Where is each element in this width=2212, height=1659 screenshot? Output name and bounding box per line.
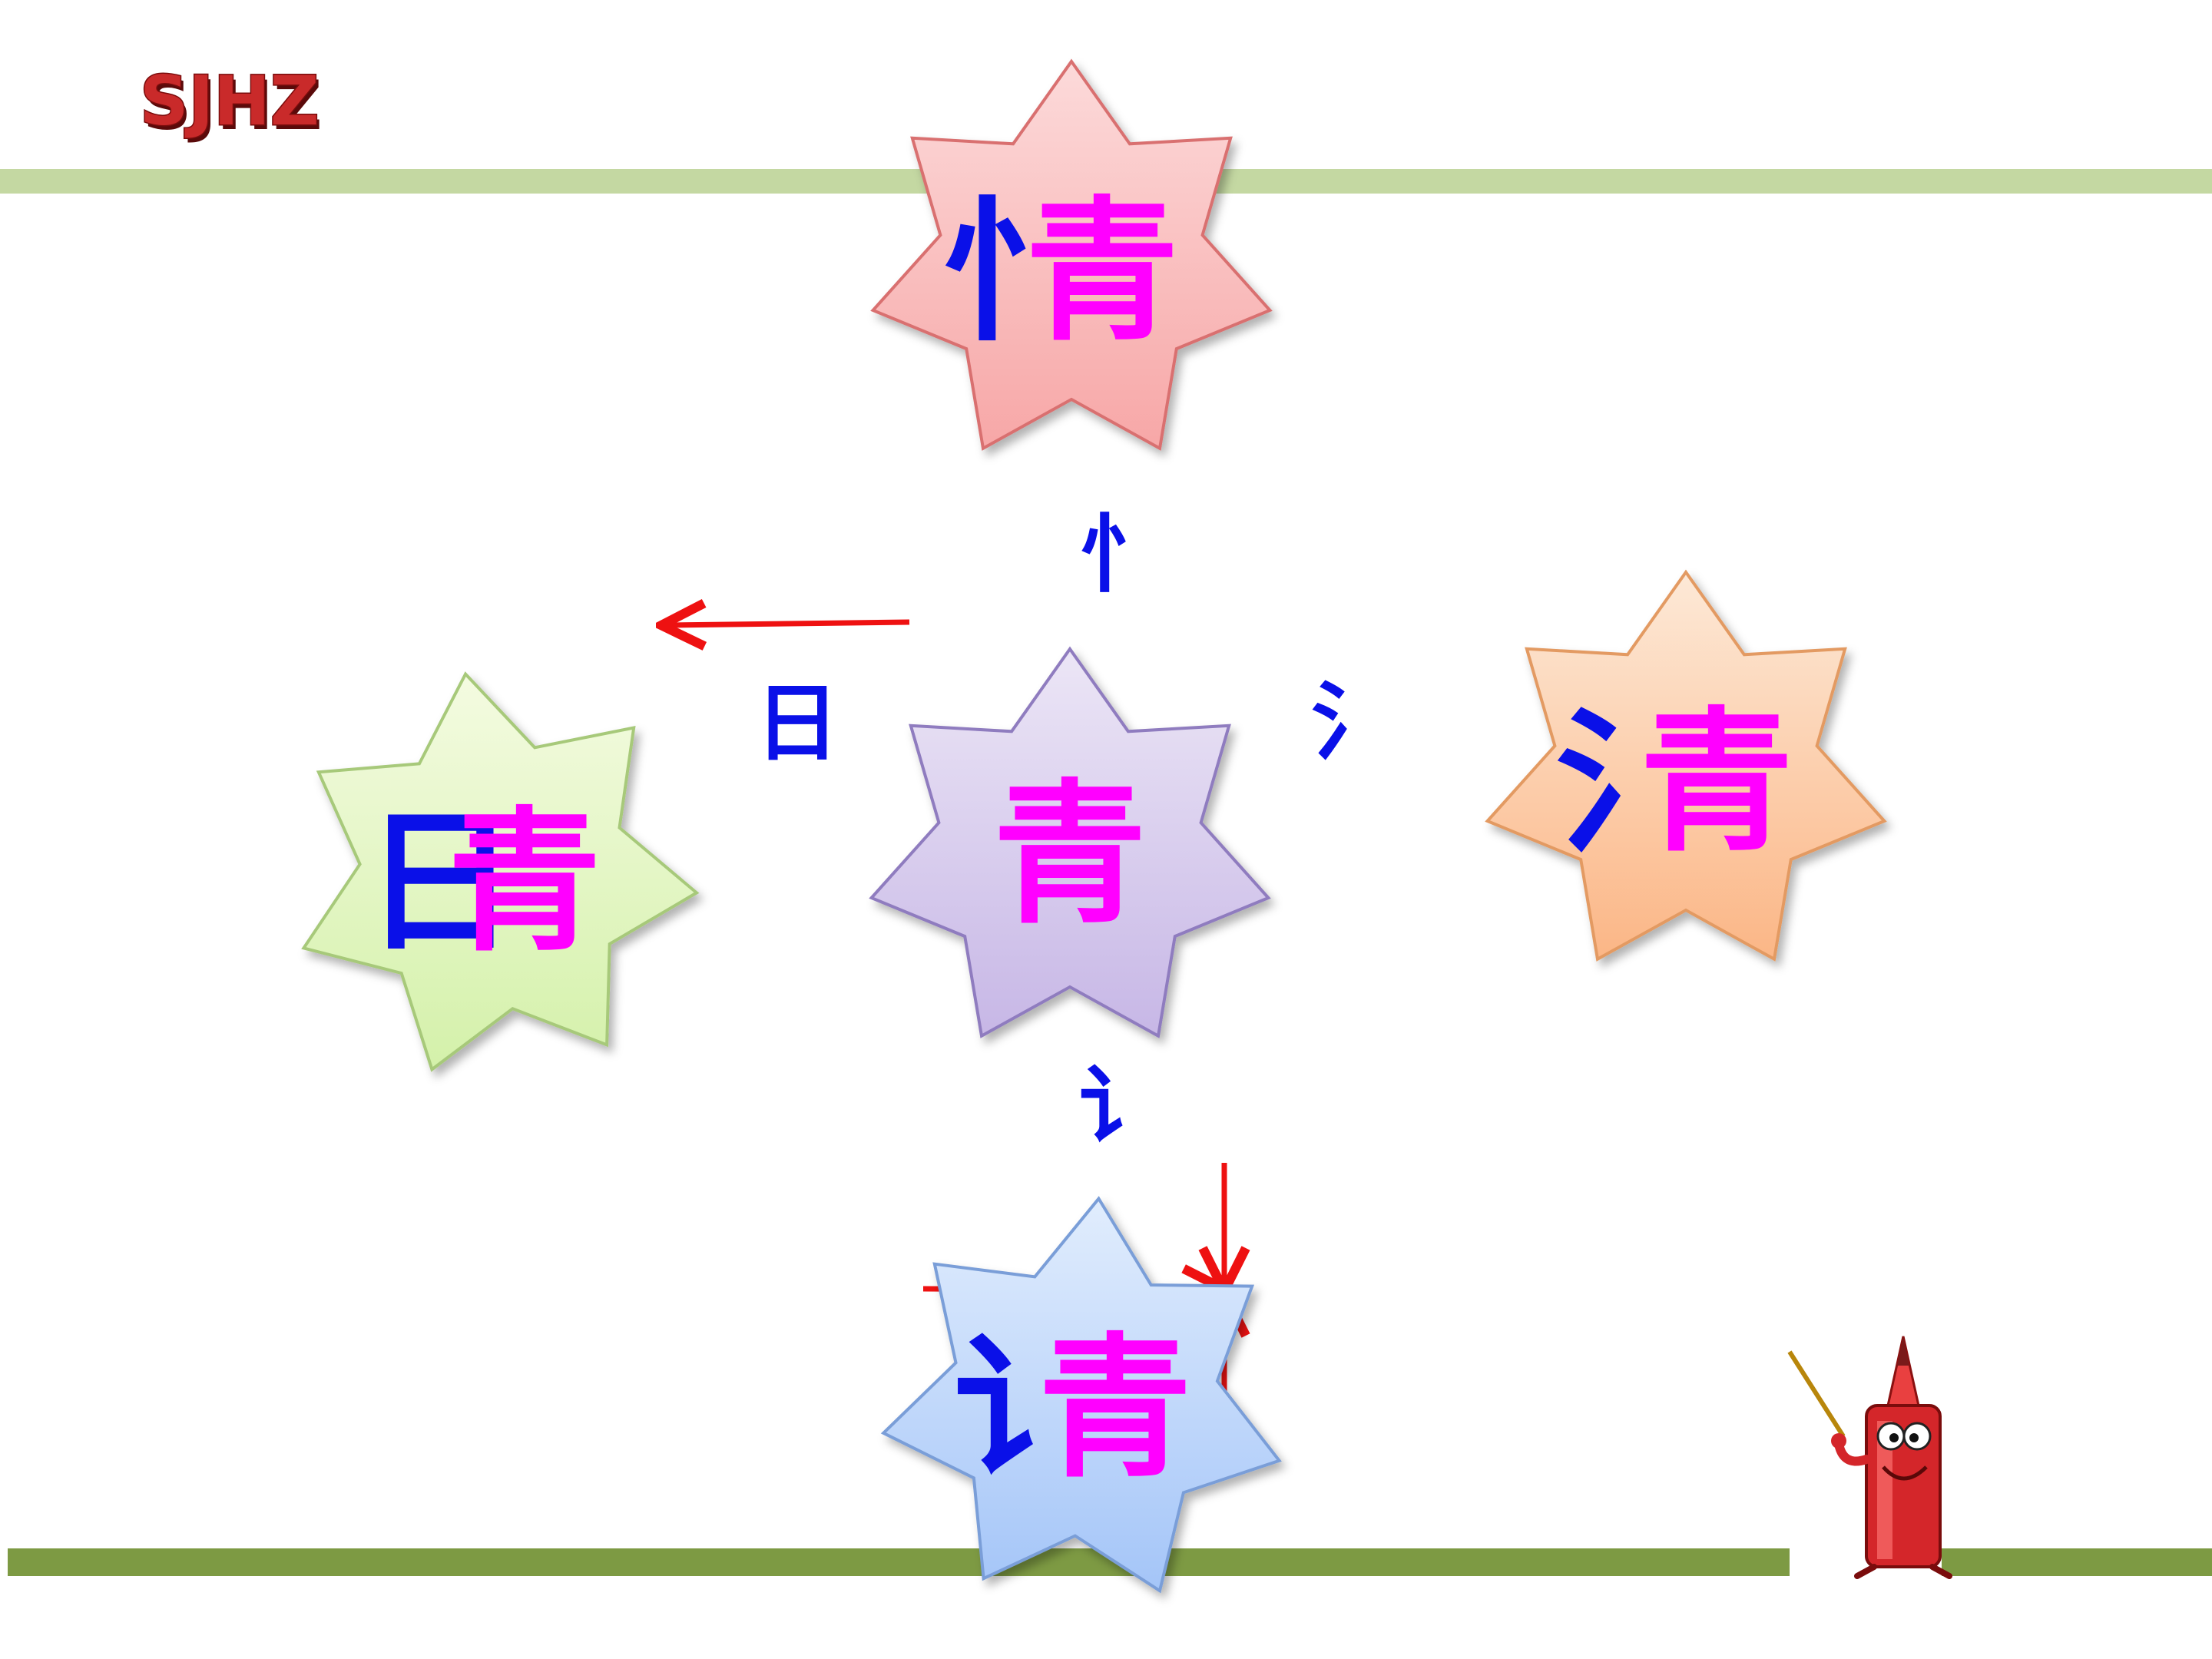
svg-text:SJHZ: SJHZ (143, 66, 323, 145)
star-shape-right (1485, 569, 1887, 962)
radical-label-top: 忄 (1079, 505, 1164, 604)
center-char: 青 (993, 766, 1147, 945)
star-shape-top (870, 58, 1273, 451)
phonetic-left: 青 (448, 793, 601, 972)
bottom-band-right (1942, 1548, 2212, 1576)
radical-bottom: 讠 (954, 1320, 1108, 1498)
pencil-mascot-icon (1787, 1336, 1952, 1579)
svg-text:SJHZ: SJHZ (140, 61, 320, 141)
star-shape-bottom (880, 1196, 1282, 1594)
star-shape-left (301, 671, 700, 1072)
star-center: 青 (869, 646, 1271, 1038)
phonetic-bottom: 青 (1038, 1320, 1192, 1498)
radical-label-left: 日 (755, 674, 839, 773)
phonetic-right: 青 (1640, 694, 1793, 873)
phonetic-top: 青 (1025, 183, 1179, 362)
radical-right: 氵 (1555, 694, 1709, 873)
bottom-band-left (8, 1548, 1790, 1576)
star-left: 日青 (301, 671, 700, 1072)
arrow-left (667, 622, 910, 625)
radical-left: 日 (363, 793, 517, 972)
star-top: 忄青 (870, 58, 1273, 451)
sjhz-logo: SJHZ SJHZ (137, 61, 328, 151)
star-shape-center (869, 646, 1271, 1038)
radical-label-right: 氵 (1311, 673, 1396, 771)
radical-label-bottom: 讠 (1079, 1057, 1164, 1155)
radical-top: 忄 (941, 183, 1094, 362)
logo-text: SJHZ (140, 61, 320, 141)
star-right: 氵青 (1485, 569, 1887, 962)
star-bottom: 讠青 (880, 1196, 1282, 1594)
logo-text-shadow: SJHZ (143, 66, 323, 145)
